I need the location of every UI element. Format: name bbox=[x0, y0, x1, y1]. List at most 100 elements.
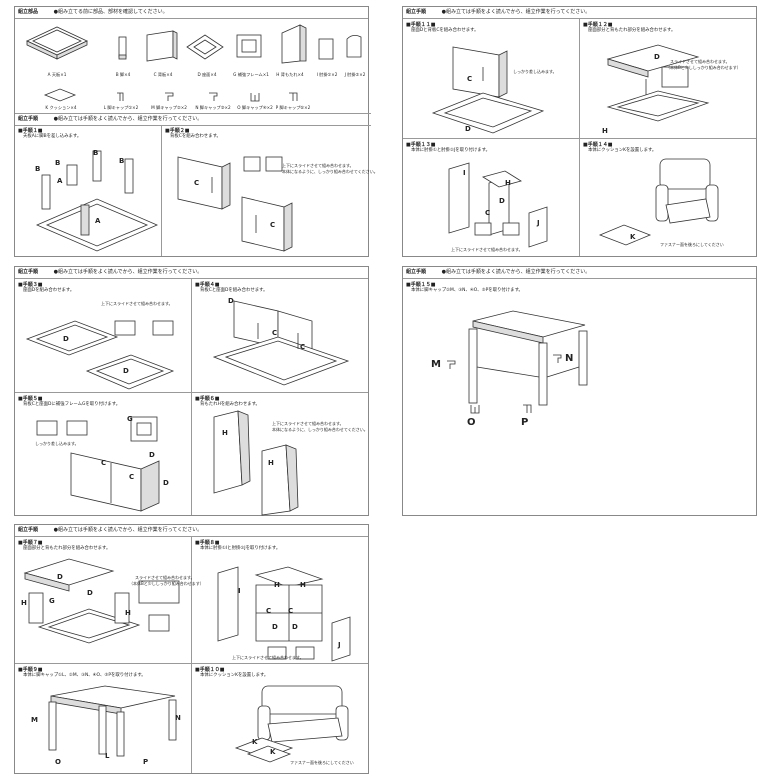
panel-title: 組立部品 bbox=[18, 9, 39, 15]
label-d: D bbox=[57, 573, 63, 581]
part-o-cap4 bbox=[250, 93, 260, 102]
section-note: ●組み立ては手順をよく読んでから、組立作業を行ってください。 bbox=[53, 116, 203, 122]
step-title: ■手順９■ bbox=[18, 667, 43, 673]
step-desc: 座面部分と背もたれ部分を組み合わせます。 bbox=[23, 546, 111, 551]
label-i: I bbox=[463, 169, 466, 177]
step-9: ■手順９■ 本体に脚キャップ①L、②M、③N、④O、⑤Pを取り付けます。 M N… bbox=[15, 664, 191, 773]
label-j: J bbox=[537, 219, 540, 227]
step15-illustration bbox=[468, 310, 588, 406]
step-3: ■手順３■ 座面Dを組み合わせます。 D D 上下にスライドさせて組み合わせます… bbox=[15, 279, 191, 392]
step13-illustration bbox=[448, 162, 548, 248]
label-n: N bbox=[175, 714, 181, 722]
label-c: C bbox=[101, 459, 107, 467]
step12-illustration bbox=[606, 44, 710, 122]
step-desc: 本体に肘掛①と肘掛②Jを取り付けます。 bbox=[411, 148, 490, 153]
label-k: K bbox=[630, 233, 636, 241]
cap-o-icon bbox=[470, 405, 480, 414]
step1-illustration bbox=[35, 150, 159, 252]
part-label: N 脚キャップ③×2 bbox=[195, 105, 231, 110]
part-label: G 補強フレーム×1 bbox=[233, 72, 269, 77]
steps-3-6-panel: 組立手順 ●組み立ては手順をよく読んでから、組立作業を行ってください。 ■手順３… bbox=[14, 266, 369, 516]
part-label: L 脚キャップ①×2 bbox=[103, 105, 139, 110]
label-c: C bbox=[300, 343, 306, 351]
part-label: A 天板×1 bbox=[47, 72, 67, 77]
part-c-backboard bbox=[146, 30, 178, 62]
step-desc: 背板Cと座面Dに補強フレームGを取り付けます。 bbox=[23, 402, 121, 407]
step-desc: 背もたれHを組み合わせます。 bbox=[200, 402, 260, 407]
part-l-cap1 bbox=[117, 92, 124, 101]
step7-illustration bbox=[23, 558, 180, 644]
label-n: N bbox=[565, 353, 574, 364]
step-desc: 本体に脚キャップ②M、③N、④O、⑤Pを取り付けます。 bbox=[411, 288, 523, 293]
step-note: （本体Bと少ししっかり組み合わせます） bbox=[129, 581, 204, 586]
label-b: B bbox=[35, 165, 41, 173]
label-c: C bbox=[129, 473, 135, 481]
label-h: H bbox=[274, 581, 280, 589]
label-d: D bbox=[149, 451, 155, 459]
step-title: ■手順６■ bbox=[195, 396, 220, 402]
label-p: P bbox=[521, 417, 529, 428]
step-note: 上下にスライドさせて組み合わせます。 bbox=[272, 421, 344, 426]
label-c: C bbox=[270, 221, 276, 229]
panel-note: ●組み立てる前に部品、部材を確認してください。 bbox=[53, 9, 168, 15]
step-desc: 本体に肘掛①Iと肘掛②Jを取り付けます。 bbox=[200, 546, 281, 551]
label-c: C bbox=[272, 329, 278, 337]
label-d: D bbox=[465, 125, 471, 133]
part-a-tabletop bbox=[26, 26, 88, 60]
label-d: D bbox=[163, 479, 169, 487]
step-title: ■手順１１■ bbox=[406, 22, 436, 28]
step-note: 上下にスライドさせて組み合わせます。 bbox=[451, 247, 523, 252]
steps-11-14-panel: 組立手順 ●組み立ては手順をよく読んでから、組立作業を行ってください。 ■手順１… bbox=[402, 6, 757, 257]
step-title: ■手順１５■ bbox=[406, 282, 436, 288]
step-note: ファスナー面を後ろにしてください bbox=[290, 760, 354, 765]
step-11: ■手順１１■ 座面Dと背板Cを組み合わせます。 C D しっかり差し込みます。 bbox=[403, 19, 579, 138]
step9-illustration bbox=[48, 685, 177, 757]
part-d-seat bbox=[186, 34, 224, 60]
step-desc: 座面Dを組み合わせます。 bbox=[23, 288, 75, 293]
panel-note: ●組み立ては手順をよく読んでから、組立作業を行ってください。 bbox=[53, 527, 203, 533]
step-14: ■手順１４■ 本体にクッションKを設置します。 K ファスナー面を後ろにしてくだ… bbox=[580, 139, 756, 256]
panel-header: 組立部品 ●組み立てる前に部品、部材を確認してください。 bbox=[15, 7, 368, 19]
label-h: H bbox=[125, 609, 131, 617]
part-label: O 脚キャップ④×2 bbox=[237, 105, 273, 110]
label-g: G bbox=[127, 415, 133, 423]
step-10: ■手順１０■ 本体にクッションKを設置します。 K K ファスナー面を後ろにして… bbox=[192, 664, 368, 773]
part-h-backrest bbox=[281, 24, 307, 64]
cap-m-icon bbox=[447, 360, 456, 369]
step-2: ■手順２■ 背板Cを組み合わせます。 C C 上下にスライドさせて組み合わせます… bbox=[162, 125, 378, 256]
step-note: 上下にスライドさせて組み合わせます。 bbox=[101, 301, 173, 306]
label-o: O bbox=[55, 758, 61, 766]
parts-and-steps-1-2-panel: 組立部品 ●組み立てる前に部品、部材を確認してください。 A 天板×1 B 脚×… bbox=[14, 6, 378, 257]
step-8: ■手順８■ 本体に肘掛①Iと肘掛②Jを取り付けます。 I H H C C D D… bbox=[192, 537, 368, 663]
label-d: D bbox=[87, 589, 93, 597]
label-d: D bbox=[228, 297, 234, 305]
label-d: D bbox=[272, 623, 278, 631]
label-d: D bbox=[654, 53, 660, 61]
steps-7-10-panel: 組立手順 ●組み立ては手順をよく読んでから、組立作業を行ってください。 ■手順７… bbox=[14, 524, 369, 774]
label-g: G bbox=[49, 597, 55, 605]
step-desc: 背板Cと座面Dを組み合わせます。 bbox=[200, 288, 268, 293]
step-note: スライドさせて組み合わせます。 bbox=[670, 59, 730, 64]
step-note: （本体Bと少ししっかり組み合わせます） bbox=[666, 65, 741, 70]
panel-note: ●組み立ては手順をよく読んでから、組立作業を行ってください。 bbox=[441, 9, 591, 15]
part-label: M 脚キャップ②×2 bbox=[151, 105, 187, 110]
step-7: ■手順７■ 座面部分と背もたれ部分を組み合わせます。 D D H H G スライ… bbox=[15, 537, 204, 663]
part-i-armrest1 bbox=[318, 38, 334, 60]
part-label: C 背板×4 bbox=[153, 72, 173, 77]
step-desc: 天板Aに脚Bを差し込みます。 bbox=[23, 134, 82, 139]
label-b: B bbox=[93, 149, 99, 157]
step-note: ファスナー面を後ろにしてください bbox=[660, 242, 724, 247]
step8-illustration bbox=[217, 566, 351, 662]
part-n-cap3 bbox=[209, 92, 218, 101]
label-m: M bbox=[431, 359, 441, 370]
step-title: ■手順８■ bbox=[195, 540, 220, 546]
part-label: P 脚キャップ⑤×2 bbox=[275, 105, 311, 110]
part-k-cushion bbox=[43, 88, 77, 102]
part-label: J 肘掛②×2 bbox=[344, 72, 366, 77]
label-h: H bbox=[222, 429, 228, 437]
step-13: ■手順１３■ 本体に肘掛①と肘掛②Jを取り付けます。 I H C D J 上下に… bbox=[403, 139, 579, 256]
part-label: B 脚×4 bbox=[115, 72, 131, 77]
panel-title: 組立手順 bbox=[406, 269, 427, 275]
label-c: C bbox=[288, 607, 294, 615]
label-a: A bbox=[95, 217, 101, 225]
